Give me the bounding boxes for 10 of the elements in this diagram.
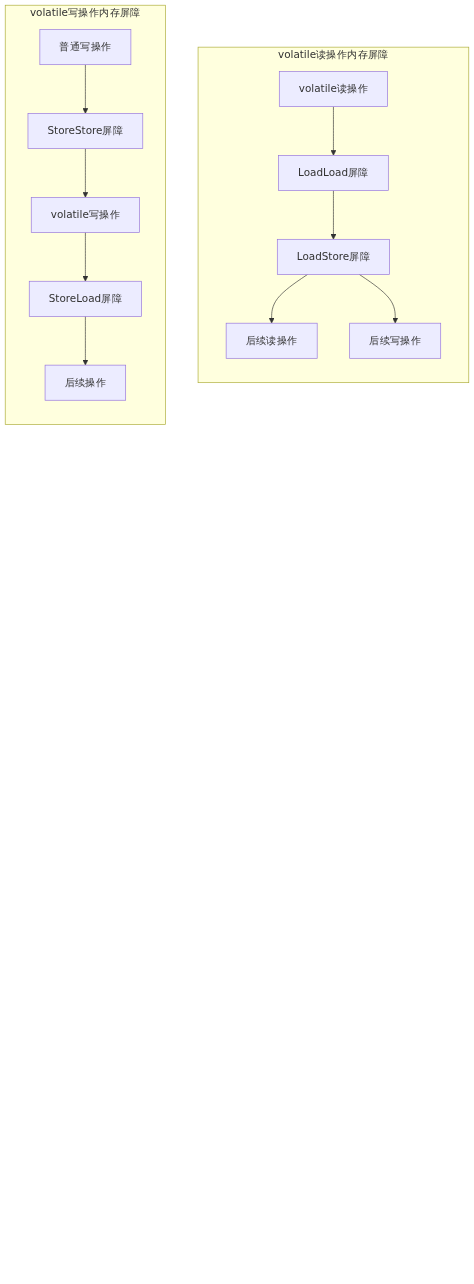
node-box: volatile读操作: [278, 71, 388, 107]
node-box: LoadStore屏障: [276, 238, 390, 275]
node-box: volatile写操作: [30, 197, 140, 233]
node-box: 后续读操作: [225, 322, 318, 359]
node-box: 后续写操作: [349, 322, 442, 359]
node-box: 后续操作: [44, 364, 126, 401]
node-box: 普通写操作: [39, 29, 132, 66]
node-box: LoadLoad屏障: [278, 155, 389, 191]
node-box: StoreStore屏障: [27, 113, 144, 149]
node-box: StoreLoad屏障: [28, 280, 142, 317]
